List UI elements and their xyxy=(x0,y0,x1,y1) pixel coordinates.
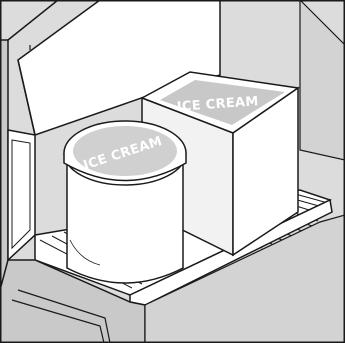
ice-cream-tub: ICE CREAM xyxy=(64,121,186,283)
